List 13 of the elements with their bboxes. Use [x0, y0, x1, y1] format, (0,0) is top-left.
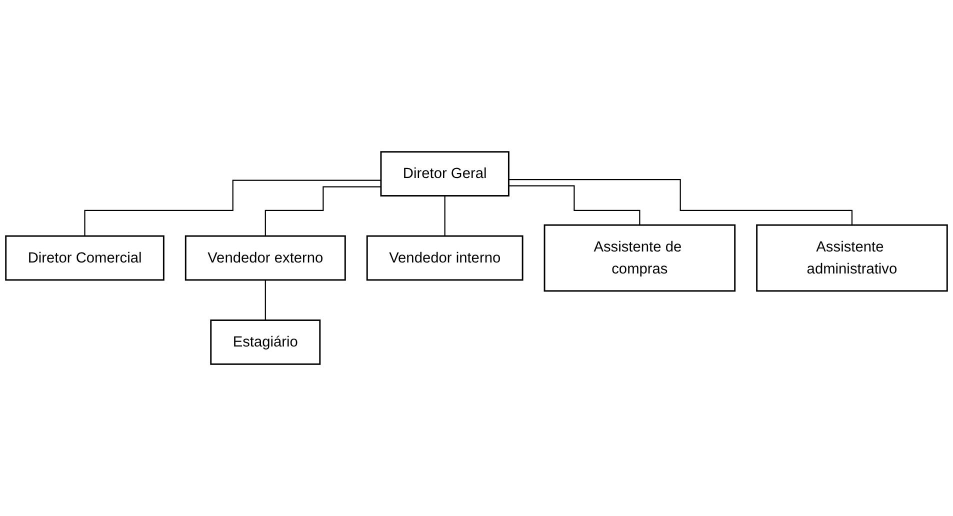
connector [508, 185, 640, 226]
node-box: Diretor Comercial [5, 235, 164, 281]
node-box: Estagiário [210, 320, 321, 365]
node-box: Vendedor interno [366, 235, 524, 281]
connector [444, 195, 446, 237]
connector [264, 279, 266, 321]
connector [84, 180, 381, 237]
node-box: Assistente administrativo [756, 224, 948, 292]
node-box: Assistente de compras [544, 224, 736, 292]
connector [264, 186, 381, 237]
connector [508, 179, 853, 226]
node-box: Vendedor externo [184, 235, 346, 281]
node-box: Diretor Geral [380, 151, 510, 196]
